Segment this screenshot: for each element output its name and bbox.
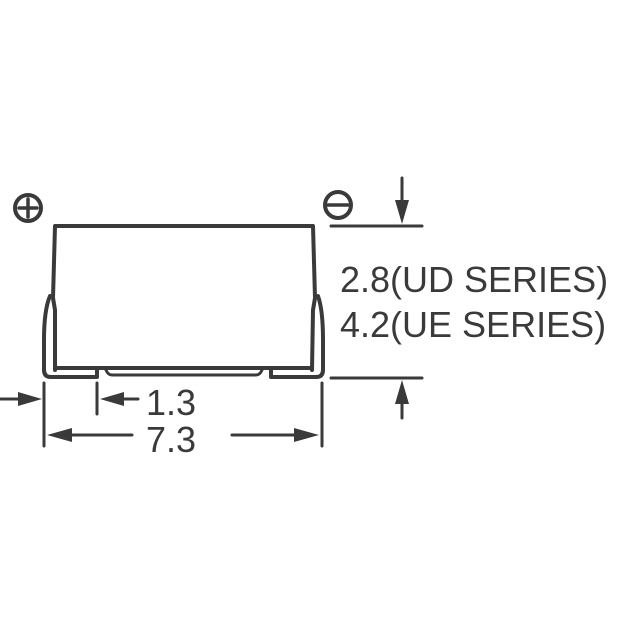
body-length-dimension bbox=[47, 428, 319, 442]
height-dimension bbox=[329, 176, 424, 420]
left-terminal bbox=[42, 294, 99, 379]
terminal-width-dimension bbox=[0, 392, 140, 406]
capacitor-body bbox=[51, 224, 317, 377]
arrow-right-icon bbox=[18, 392, 42, 406]
arrow-right-icon bbox=[294, 428, 319, 442]
extension-lines bbox=[42, 381, 324, 448]
right-terminal bbox=[269, 294, 325, 379]
height-label-ue: 4.2(UE SERIES) bbox=[340, 304, 606, 345]
arrow-left-icon bbox=[100, 392, 124, 406]
negative-polarity-icon bbox=[323, 190, 353, 220]
height-label-ud: 2.8(UD SERIES) bbox=[340, 259, 608, 300]
arrow-up-icon bbox=[395, 380, 409, 404]
positive-polarity-icon bbox=[13, 193, 43, 223]
terminal-width-label: 1.3 bbox=[146, 382, 196, 423]
arrow-left-icon bbox=[47, 428, 72, 442]
body-length-label: 7.3 bbox=[146, 419, 196, 460]
arrow-down-icon bbox=[395, 200, 409, 224]
